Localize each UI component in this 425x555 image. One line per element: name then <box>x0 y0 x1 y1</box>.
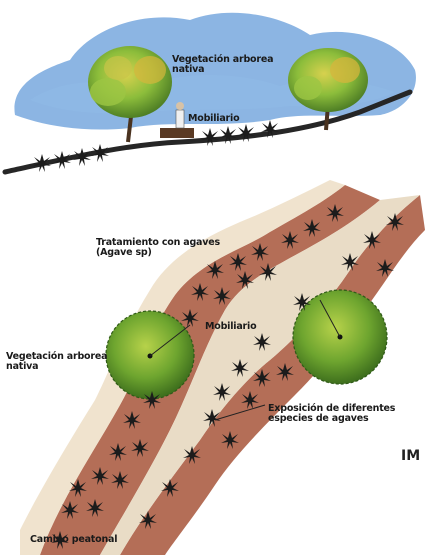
label-mobiliario-plan: Mobiliario <box>205 322 256 332</box>
label-vegetacion-plan: Vegetación arborea nativa <box>6 352 107 372</box>
tree-icon <box>288 48 368 130</box>
corner-text: IM <box>401 448 420 464</box>
tree-icon <box>106 311 194 399</box>
label-mobiliario-section: Mobiliario <box>188 114 239 124</box>
label-camino-peatonal: Camino peatonal <box>30 535 117 545</box>
section-view <box>5 13 416 172</box>
label-vegetacion-section: Vegetación arborea nativa <box>172 55 273 75</box>
label-exposicion-agaves: Exposición de diferentes especies de aga… <box>268 404 395 424</box>
label-tratamiento-agaves: Tratamiento con agaves (Agave sp) <box>96 238 220 258</box>
